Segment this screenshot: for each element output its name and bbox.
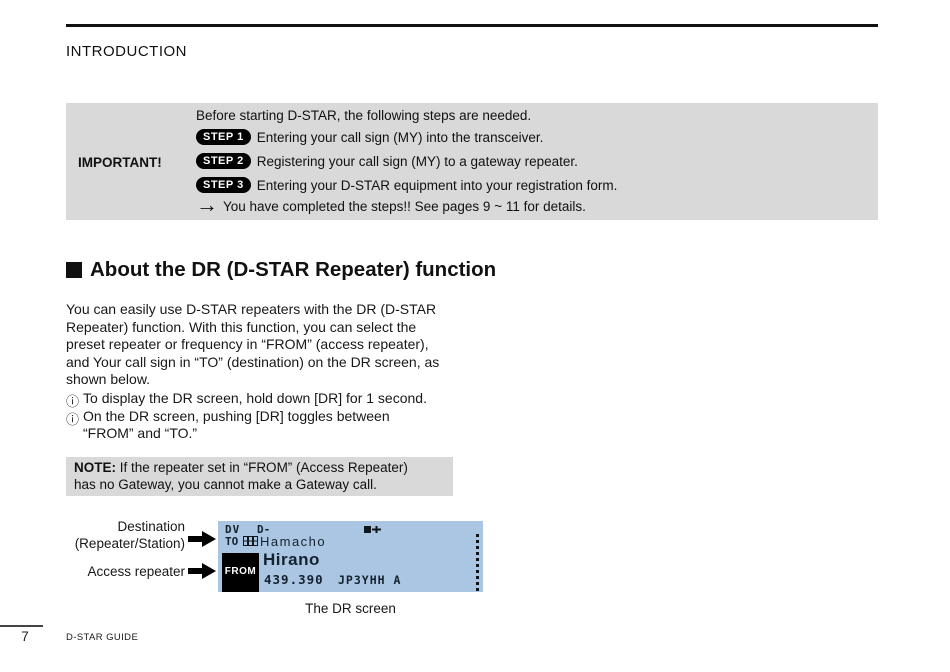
destination-label-line1: Destination — [117, 519, 185, 534]
callsign-value: JP3YHH A — [338, 573, 402, 587]
to-field-value: Hamacho — [260, 534, 327, 549]
doc-title: D-STAR GUIDE — [66, 632, 139, 643]
step3-badge: STEP 3 — [196, 177, 251, 193]
arrow-right-icon — [188, 563, 216, 579]
paragraph-line: shown below. — [66, 371, 151, 387]
paragraph-line: Repeater) function. With this function, … — [66, 318, 417, 335]
dr-screen: DV D- TO Hamacho FROM Hirano 439.390 JP3… — [218, 521, 483, 592]
completion-row: → You have completed the steps!! See pag… — [196, 192, 586, 217]
note-text-line2: has no Gateway, you cannot make a Gatewa… — [74, 476, 377, 492]
destination-label-line2: (Repeater/Station) — [74, 536, 185, 551]
step-row: STEP 2 Registering your call sign (MY) t… — [196, 153, 578, 169]
square-bullet-icon — [66, 262, 82, 278]
paragraph-line: and Your call sign in “TO” (destination)… — [66, 353, 440, 370]
info-icon: ⓘ — [66, 394, 80, 409]
info-note: ⓘ To display the DR screen, hold down [D… — [66, 390, 427, 409]
arrow-right-icon: → — [196, 192, 218, 217]
paragraph-line: You can easily use D-STAR repeaters with… — [66, 301, 437, 317]
section-heading: About the DR (D-STAR Repeater) function — [66, 258, 496, 282]
info-note-continuation: “FROM” and “TO.” — [83, 425, 198, 441]
info-note-text: To display the DR screen, hold down [DR]… — [83, 390, 427, 406]
scroll-indicator — [476, 534, 479, 592]
note-box: NOTE: If the repeater set in “FROM” (Acc… — [66, 457, 453, 496]
footer-rule — [0, 625, 43, 627]
step-row: STEP 3 Entering your D-STAR equipment in… — [196, 177, 617, 193]
dr-screen-caption: The DR screen — [305, 601, 396, 616]
info-note-text: On the DR screen, pushing [DR] toggles b… — [83, 407, 390, 424]
important-label: IMPORTANT! — [78, 155, 162, 170]
top-rule — [66, 24, 878, 27]
from-field-label: FROM — [224, 566, 257, 577]
step3-text: Entering your D-STAR equipment into your… — [256, 177, 618, 193]
battery-icon — [364, 526, 381, 533]
section-heading-text: About the DR (D-STAR Repeater) function — [90, 258, 497, 281]
dstar-indicator: D- — [257, 523, 271, 536]
page-number: 7 — [21, 629, 29, 644]
info-icon: ⓘ — [66, 411, 80, 427]
repeater-icon — [243, 536, 258, 546]
note-line: NOTE: If the repeater set in “FROM” (Acc… — [74, 460, 445, 477]
frequency-value: 439.390 — [264, 572, 324, 587]
step1-badge: STEP 1 — [196, 129, 251, 145]
step2-text: Registering your call sign (MY) to a gat… — [256, 153, 578, 169]
mode-indicator: DV — [225, 523, 241, 536]
repeater-name: Hirano — [263, 550, 320, 569]
from-field-box: FROM — [222, 553, 259, 592]
arrow-right-icon — [188, 531, 216, 547]
important-intro: Before starting D-STAR, the following st… — [196, 108, 532, 123]
step2-badge: STEP 2 — [196, 153, 251, 169]
info-note: ⓘ On the DR screen, pushing [DR] toggles… — [66, 408, 390, 427]
step1-text: Entering your call sign (MY) into the tr… — [256, 129, 544, 145]
page-title: INTRODUCTION — [66, 43, 187, 60]
important-box: IMPORTANT! Before starting D-STAR, the f… — [66, 103, 878, 220]
completion-text: You have completed the steps!! See pages… — [223, 198, 586, 214]
paragraph-line: preset repeater or frequency in “FROM” (… — [66, 336, 429, 352]
step-row: STEP 1 Entering your call sign (MY) into… — [196, 129, 543, 145]
to-field-label: TO — [225, 535, 239, 548]
note-text-line1: If the repeater set in “FROM” (Access Re… — [116, 460, 408, 475]
access-repeater-label: Access repeater — [87, 564, 185, 579]
note-label: NOTE: — [74, 460, 116, 475]
